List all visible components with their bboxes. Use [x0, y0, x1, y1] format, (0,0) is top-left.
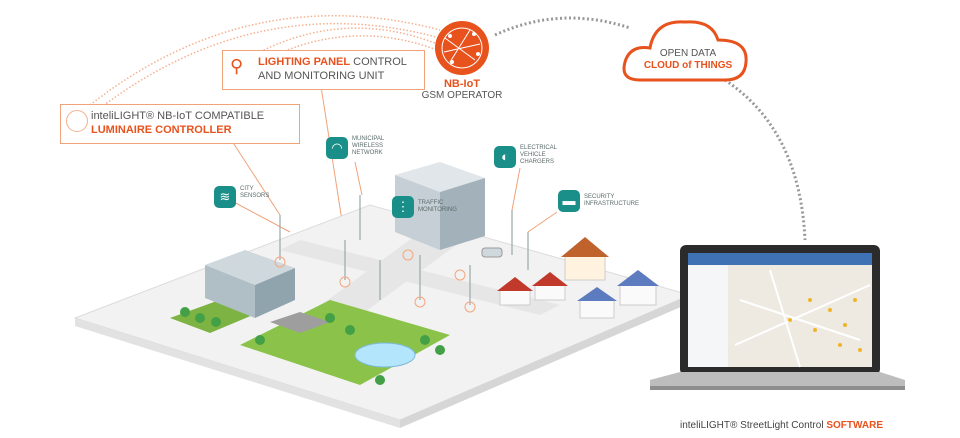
leader-lines [229, 79, 558, 241]
operator-title: NB-IoT [443, 78, 481, 90]
wifi-icon: ◠ [326, 137, 348, 159]
trees [180, 307, 445, 385]
operator-globe-icon [435, 21, 489, 75]
car [481, 247, 503, 258]
houses [497, 237, 659, 319]
traffic-light-icon: ⋮ [392, 196, 414, 218]
operator-label: NB-IoT GSM OPERATOR [410, 78, 514, 101]
luminaire-controller-callout: inteliLIGHT® NB-IoT COMPATIBLE LUMINAIRE… [60, 104, 300, 144]
cloud-label: OPEN DATA CLOUD of THINGS [640, 48, 736, 72]
cloud-line2: CLOUD of THINGS [643, 60, 733, 71]
callout-line: inteliLIGHT® NB-IoT COMPATIBLE [91, 110, 265, 122]
callout-strong-line: LUMINAIRE CONTROLLER [91, 124, 232, 136]
tall-building [395, 162, 485, 250]
lamp-signals [274, 249, 476, 313]
controller-icon [66, 110, 88, 132]
laptop [650, 245, 905, 390]
signal-arcs [89, 15, 443, 113]
callout-line: LIGHTING PANEL CONTROL [258, 56, 407, 68]
office-building [205, 250, 295, 318]
street-lamps [279, 195, 529, 305]
cloud-laptop-link [724, 78, 807, 241]
cloud-line1: OPEN DATA [659, 48, 717, 59]
camera-icon: ▬ [558, 190, 580, 212]
lighting-panel-callout: LIGHTING PANEL CONTROL AND MONITORING UN… [222, 50, 425, 90]
sensor-icon: ≋ [214, 186, 236, 208]
car-icon: ◐ [494, 146, 516, 168]
software-caption: inteliLIGHT® StreetLight Control SOFTWAR… [680, 420, 883, 431]
operator-subtitle: GSM OPERATOR [421, 90, 503, 101]
callout-line: AND MONITORING UNIT [258, 70, 385, 82]
operator-cloud-link [494, 16, 631, 37]
cloud-icon [622, 20, 748, 82]
panel-search-icon: ⚲ [230, 56, 244, 76]
